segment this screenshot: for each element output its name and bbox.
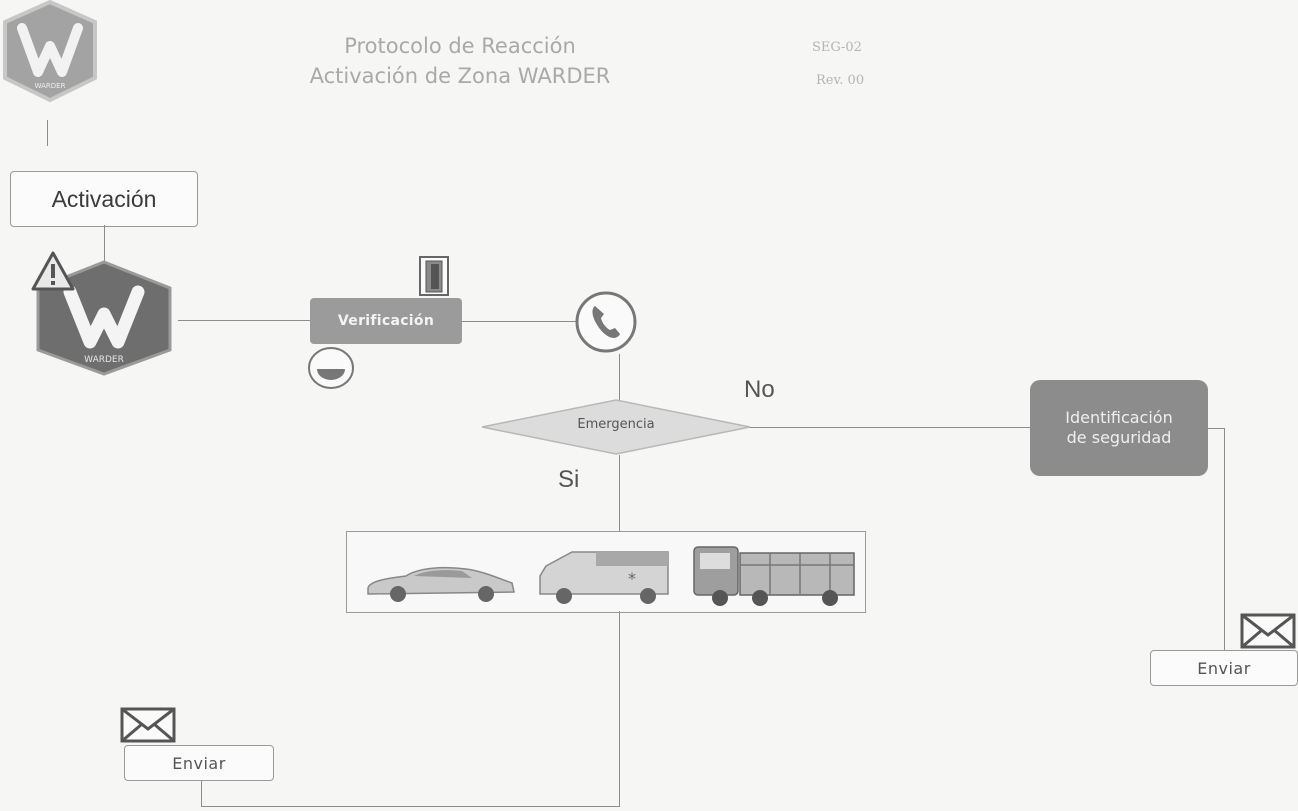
identificacion-seguridad-box: Identificación de seguridad xyxy=(1030,380,1208,476)
ambulance-icon: * xyxy=(539,551,669,604)
connector-bottom xyxy=(201,806,620,807)
branch-si-label: Si xyxy=(558,466,580,493)
connector-phone-decision xyxy=(619,354,620,402)
connector-no-identificacion xyxy=(750,427,1030,428)
connector-activacion-logo xyxy=(104,225,105,267)
warder-logo-top: WARDER xyxy=(3,0,97,103)
identificacion-line2: de seguridad xyxy=(1066,428,1172,447)
stub-line xyxy=(47,120,48,146)
identificacion-line1: Identificación xyxy=(1065,408,1173,427)
phone-icon xyxy=(575,291,637,353)
doc-code: SEG-02 xyxy=(812,40,862,55)
connector-identificacion-enviar xyxy=(1224,428,1225,650)
doc-title-line1: Protocolo de Reacción xyxy=(344,34,576,58)
doc-title-line2: Activación de Zona WARDER xyxy=(309,64,611,88)
connector-logo-verificacion xyxy=(178,320,310,321)
connector-identificacion-right xyxy=(1208,428,1224,429)
connector-si-vehicles xyxy=(619,455,620,531)
envelope-icon-left xyxy=(120,707,176,743)
connector-vehicles-down xyxy=(619,611,620,807)
connector-verificacion-phone xyxy=(462,321,576,322)
car-icon xyxy=(367,566,515,602)
emergencia-decision xyxy=(481,399,751,455)
enviar-button-right: Enviar xyxy=(1150,650,1298,686)
branch-no-label: No xyxy=(744,376,775,403)
door-sensor-icon xyxy=(419,256,449,296)
logo-caption-top: WARDER xyxy=(35,82,66,90)
doc-revision: Rev. 00 xyxy=(816,73,865,88)
activacion-box: Activación xyxy=(10,171,198,227)
svg-text:*: * xyxy=(628,569,636,588)
motion-sensor-icon xyxy=(308,347,354,389)
enviar-button-left: Enviar xyxy=(124,745,274,781)
logo-caption-main: WARDER xyxy=(84,355,124,365)
connector-enviar-left-up xyxy=(201,780,202,807)
warning-icon xyxy=(31,251,75,291)
fire-truck-icon xyxy=(693,546,855,606)
emergencia-label: Emergencia xyxy=(577,417,655,432)
verificacion-box: Verificación xyxy=(310,298,462,344)
envelope-icon-right xyxy=(1240,613,1296,649)
